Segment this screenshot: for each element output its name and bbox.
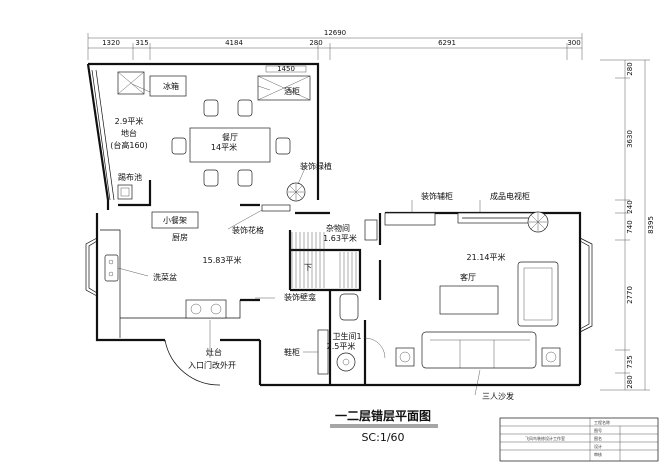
title-block-company: 飞风鸟装修设计工作室 [525, 435, 565, 441]
bathroom-label: 卫生间1 [332, 331, 361, 341]
toilet-icon [339, 293, 359, 321]
mop-sink-label: 踢布池 [118, 172, 142, 182]
title-block-line5: 审核 [594, 451, 602, 457]
top-dim-1: 1320 [102, 39, 120, 47]
bar-height-label: (台高160) [110, 140, 148, 150]
coffee-table-icon [439, 285, 499, 315]
right-dimensions: 8395 280 3630 240 740 2770 735 280 [600, 59, 655, 391]
chair-icon [171, 137, 187, 155]
title-block-line3: 图名 [594, 435, 602, 441]
deco-cabinet-label: 装饰辅柜 [421, 191, 453, 201]
deco-plant-label: 装饰绿植 [300, 161, 332, 171]
right-dim-5: 2770 [626, 286, 634, 304]
bar-counter-label: 地台 [121, 128, 137, 138]
lamp-icon [541, 347, 561, 367]
top-dim-3: 4184 [225, 39, 243, 47]
staircase [291, 232, 357, 288]
top-dim-6: 300 [567, 39, 580, 47]
mop-sink-icon [117, 184, 133, 200]
title-block-line4: 设计 [594, 443, 602, 449]
storage-label: 杂物间 [326, 223, 350, 233]
title-block-line2: 图号 [594, 427, 602, 433]
top-total-dim: 12690 [324, 29, 346, 37]
sofa-label: 三人沙发 [482, 391, 514, 401]
fridge-label: 冰箱 [163, 81, 179, 91]
title-block-line1: 工程名称 [594, 419, 610, 425]
chair-icon [203, 169, 219, 187]
drawing-title-text: 一二层错层平面图 [335, 408, 431, 423]
right-dim-3: 240 [626, 200, 634, 213]
wine-cabinet-label: 酒柜 [284, 86, 300, 96]
top-dimensions: 12690 1320 315 4184 280 6291 300 [87, 29, 583, 60]
dining-table-icon [189, 127, 271, 163]
bay-windows [85, 69, 593, 333]
bathroom-basin-icon [336, 352, 356, 372]
living-room-label: 客厅 [460, 272, 476, 282]
walls [86, 62, 582, 387]
right-total-dim: 8395 [647, 216, 655, 234]
stove-label: 灶台 [206, 347, 222, 357]
right-dim-4: 740 [626, 220, 634, 233]
top-dim-4: 280 [309, 39, 322, 47]
deco-lattice-label: 装饰花格 [232, 225, 264, 235]
wash-basin-icon [104, 254, 119, 282]
lamp-icon [395, 347, 415, 367]
chair-icon [237, 99, 253, 117]
armchair-icon [517, 261, 559, 327]
right-dim-2: 3630 [626, 130, 634, 148]
chair-icon [275, 137, 291, 155]
deco-niche-label: 装饰壁龛 [284, 292, 316, 302]
kitchen-area-label: 15.83平米 [203, 255, 242, 265]
top-dim-2: 315 [135, 39, 148, 47]
inner-dim-label: 1450 [277, 65, 295, 73]
right-dim-7: 280 [626, 375, 634, 388]
stair-down-label: 下 [304, 263, 312, 272]
chair-icon [237, 169, 253, 187]
drawing-title: 一二层错层平面图 SC:1/60 [330, 408, 438, 444]
sofa-icon [421, 331, 537, 369]
stove-icon [185, 299, 227, 319]
kitchen-label: 厨房 [172, 232, 188, 242]
top-dim-5: 6291 [438, 39, 456, 47]
dining-area-label: 14平米 [211, 142, 237, 152]
dining-room-label: 餐厅 [222, 133, 238, 142]
right-dim-1: 280 [626, 62, 634, 75]
shoe-cabinet-label: 鞋柜 [284, 347, 300, 357]
entry-door-label: 入口门改外开 [188, 360, 236, 370]
storage-area-label: 1.63平米 [323, 233, 357, 243]
tv-cabinet-label: 成品电视柜 [490, 191, 530, 201]
bathroom-area-label: 2.5平米 [327, 341, 356, 351]
small-shelf-label: 小餐架 [163, 216, 187, 225]
furniture [100, 65, 561, 396]
living-area-label: 21.14平米 [467, 252, 506, 262]
right-dim-6: 735 [626, 355, 634, 368]
title-block: 飞风鸟装修设计工作室 工程名称 图号 图名 设计 审核 [499, 417, 659, 462]
wash-basin-label: 洗菜盆 [153, 272, 177, 282]
bar-area-label: 2.9平米 [115, 116, 144, 126]
room-labels: 2.9平米 地台 (台高160) 冰箱 酒柜 1450 餐厅 14平米 踢布池 … [110, 65, 530, 401]
chair-icon [203, 99, 219, 117]
drawing-scale-text: SC:1/60 [361, 431, 404, 444]
deco-cabinet-icon [384, 212, 436, 226]
